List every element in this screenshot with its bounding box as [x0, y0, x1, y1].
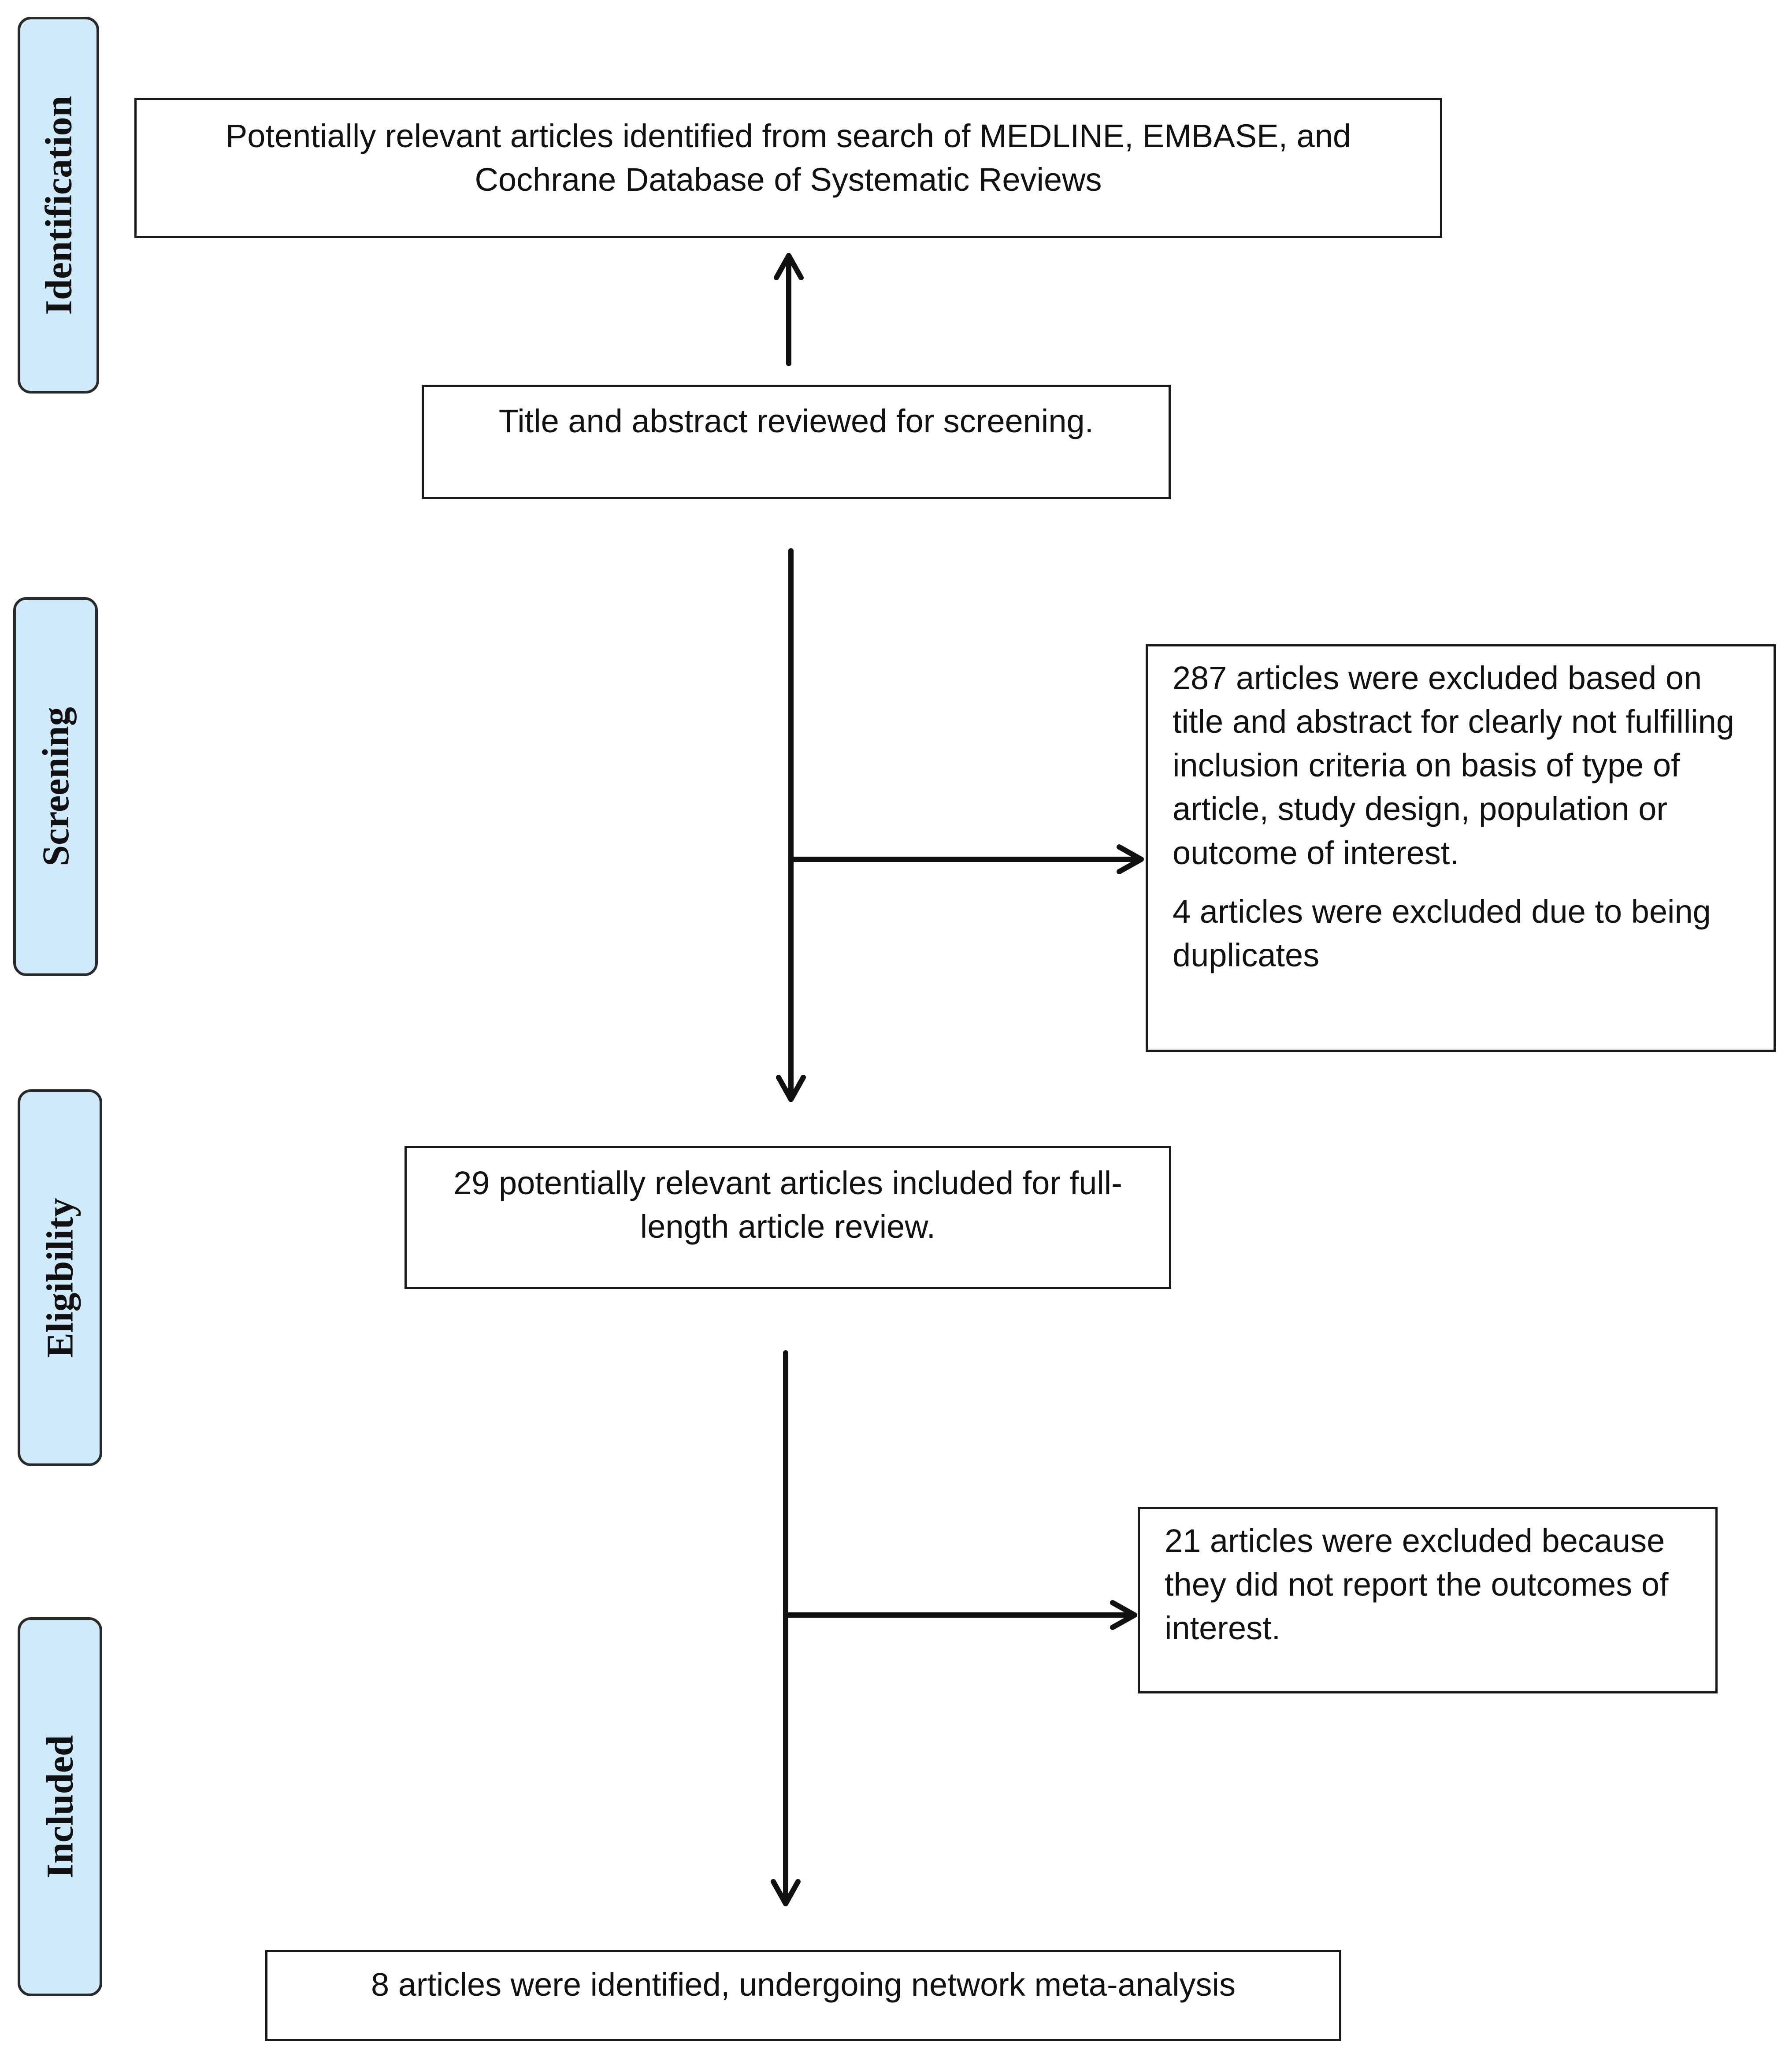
eligibility-exclusion-text: 21 articles were excluded because they d…	[1165, 1522, 1669, 1647]
stage-label-identification: Identification	[18, 17, 99, 394]
arrow-head-right-1	[1117, 844, 1144, 874]
excluded-criteria-text: 287 articles were excluded based on titl…	[1173, 660, 1735, 871]
eligibility-exclusion-box: 21 articles were excluded because they d…	[1138, 1507, 1718, 1693]
screening-exclusion-box: 287 articles were excluded based on titl…	[1146, 644, 1776, 1052]
stage-label-screening: Screening	[13, 597, 98, 976]
stage-label-text: Identification	[37, 96, 80, 315]
records-identified-text: Potentially relevant articles identified…	[225, 118, 1351, 198]
arrow-head-up	[774, 253, 804, 280]
stage-label-included: Included	[18, 1617, 102, 1996]
stage-label-text: Screening	[34, 707, 77, 866]
records-identified-box: Potentially relevant articles identified…	[134, 98, 1442, 238]
full-text-review-box: 29 potentially relevant articles include…	[405, 1146, 1171, 1289]
stage-label-eligibility: Eligibility	[18, 1089, 102, 1466]
arrow-head-down-2	[771, 1879, 801, 1906]
screening-text: Title and abstract reviewed for screenin…	[498, 403, 1094, 439]
stage-label-text: Included	[39, 1735, 81, 1879]
included-studies-box: 8 articles were identified, undergoing n…	[265, 1950, 1341, 2041]
arrow-head-right-2	[1110, 1600, 1137, 1630]
included-studies-text: 8 articles were identified, undergoing n…	[371, 1966, 1236, 2003]
full-text-review-text: 29 potentially relevant articles include…	[453, 1165, 1122, 1245]
arrow-head-down-1	[776, 1075, 806, 1102]
excluded-duplicates-text: 4 articles were excluded due to being du…	[1173, 893, 1711, 973]
screening-box: Title and abstract reviewed for screenin…	[422, 385, 1171, 499]
stage-label-text: Eligibility	[39, 1197, 82, 1358]
